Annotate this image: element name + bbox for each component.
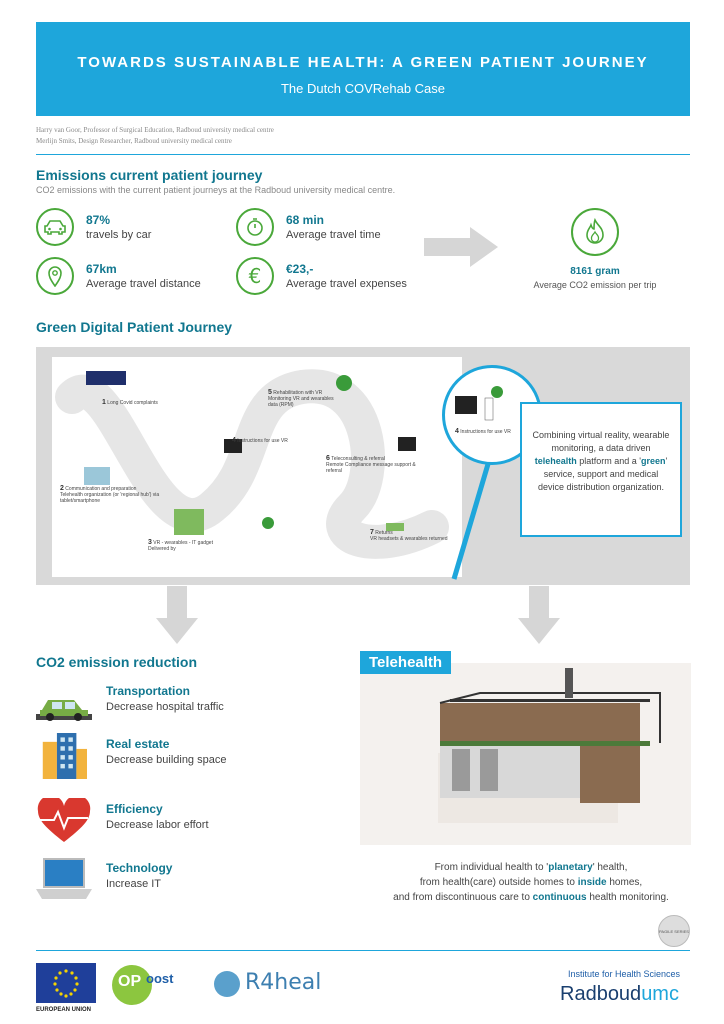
- telehealth-tag: Telehealth: [360, 651, 452, 674]
- car-icon: [36, 700, 92, 721]
- author-line: Harry van Goor, Professor of Surgical Ed…: [36, 126, 274, 134]
- op-oost-logo: [112, 965, 152, 1005]
- op-oost-text: oost: [146, 971, 174, 986]
- stat-time: 68 min Average travel time: [236, 208, 381, 246]
- stat-label: Average travel expenses: [286, 278, 407, 290]
- telehealth-building-image: [360, 663, 691, 845]
- eu-flag-logo: [36, 963, 96, 1003]
- heart-icon: [37, 798, 91, 842]
- stat-value: €23,-: [286, 262, 314, 276]
- reduction-item-desc: Decrease building space: [106, 754, 227, 766]
- reduction-item-desc: Increase IT: [106, 878, 162, 890]
- emissions-intro: CO2 emissions with the current patient j…: [36, 185, 396, 195]
- stopwatch-icon: [236, 208, 274, 246]
- journey-illustration: 1 Long Covid complaints 2 Communication …: [36, 347, 690, 585]
- info-box: Combining virtual reality, wearable moni…: [520, 402, 682, 537]
- journey-step: 1 Long Covid complaints: [102, 399, 158, 406]
- reduction-item-title: Efficiency: [106, 802, 163, 816]
- title-banner: TOWARDS SUSTAINABLE HEALTH: A GREEN PATI…: [36, 22, 690, 116]
- stamp: PAGILE SERIES: [658, 915, 690, 947]
- down-arrow-icon: [156, 586, 198, 644]
- r4heal-icon: [214, 971, 240, 997]
- laptop-icon: [36, 858, 92, 899]
- stat-value: 87%: [86, 213, 111, 227]
- location-pin-icon: [36, 257, 74, 295]
- stat-value: 68 min: [286, 213, 325, 227]
- telehealth-text: From individual health to 'planetary' he…: [393, 862, 669, 903]
- stat-value: 67km: [86, 262, 117, 276]
- op-logo-text: OP: [118, 973, 142, 990]
- journey-step: 4 Instructions for use VR: [232, 437, 288, 444]
- stat-distance: 67km Average travel distance: [36, 257, 201, 295]
- co2-label: Average CO2 emission per trip: [533, 280, 657, 290]
- reduction-item-desc: Decrease labor effort: [106, 819, 209, 831]
- eu-label: EUROPEAN UNION: [36, 1007, 92, 1013]
- flame-icon: [571, 208, 619, 256]
- reduction-title: CO2 emission reduction: [36, 654, 198, 670]
- reduction-item-title: Transportation: [106, 684, 191, 698]
- r4heal-logo: R4heal: [245, 970, 322, 995]
- stat-expenses: € €23,- Average travel expenses: [236, 257, 407, 295]
- author-line: Merlijn Smits, Design Researcher, Radbou…: [36, 137, 232, 145]
- journey-title: Green Digital Patient Journey: [36, 319, 233, 335]
- co2-emission: 8161 gram Average CO2 emission per trip: [520, 208, 670, 290]
- stat-label: Average travel time: [286, 229, 381, 241]
- radboud-logo: Radboudumc: [560, 983, 679, 1005]
- stat-label: travels by car: [86, 229, 152, 241]
- stat-label: Average travel distance: [86, 278, 201, 290]
- reduction-item-title: Technology: [106, 861, 173, 875]
- authors: Harry van Goor, Professor of Surgical Ed…: [36, 125, 274, 147]
- down-arrow-icon: [518, 586, 560, 644]
- divider: [36, 154, 690, 155]
- stat-car: 87% travels by car: [36, 208, 151, 246]
- journey-map: 1 Long Covid complaints 2 Communication …: [52, 357, 462, 577]
- journey-road: [55, 369, 449, 559]
- divider: [36, 950, 690, 951]
- page-subtitle: The Dutch COVRehab Case: [280, 81, 446, 96]
- reduction-item-desc: Decrease hospital traffic: [106, 701, 224, 713]
- right-arrow-icon: [424, 227, 498, 267]
- emissions-title: Emissions current patient journey: [36, 167, 263, 183]
- journey-step: 4 Instructions for use VR: [455, 428, 511, 435]
- institute-label: Institute for Health Sciences: [568, 969, 681, 979]
- reduction-item-title: Real estate: [106, 737, 170, 751]
- footer-logos: EUROPEAN UNION OP oost R4heal Institute …: [0, 955, 724, 1024]
- car-icon: [36, 208, 74, 246]
- building-icon: [42, 733, 87, 779]
- page-title: TOWARDS SUSTAINABLE HEALTH: A GREEN PATI…: [77, 54, 649, 71]
- co2-value: 8161 gram: [570, 266, 620, 277]
- euro-icon: €: [236, 257, 274, 295]
